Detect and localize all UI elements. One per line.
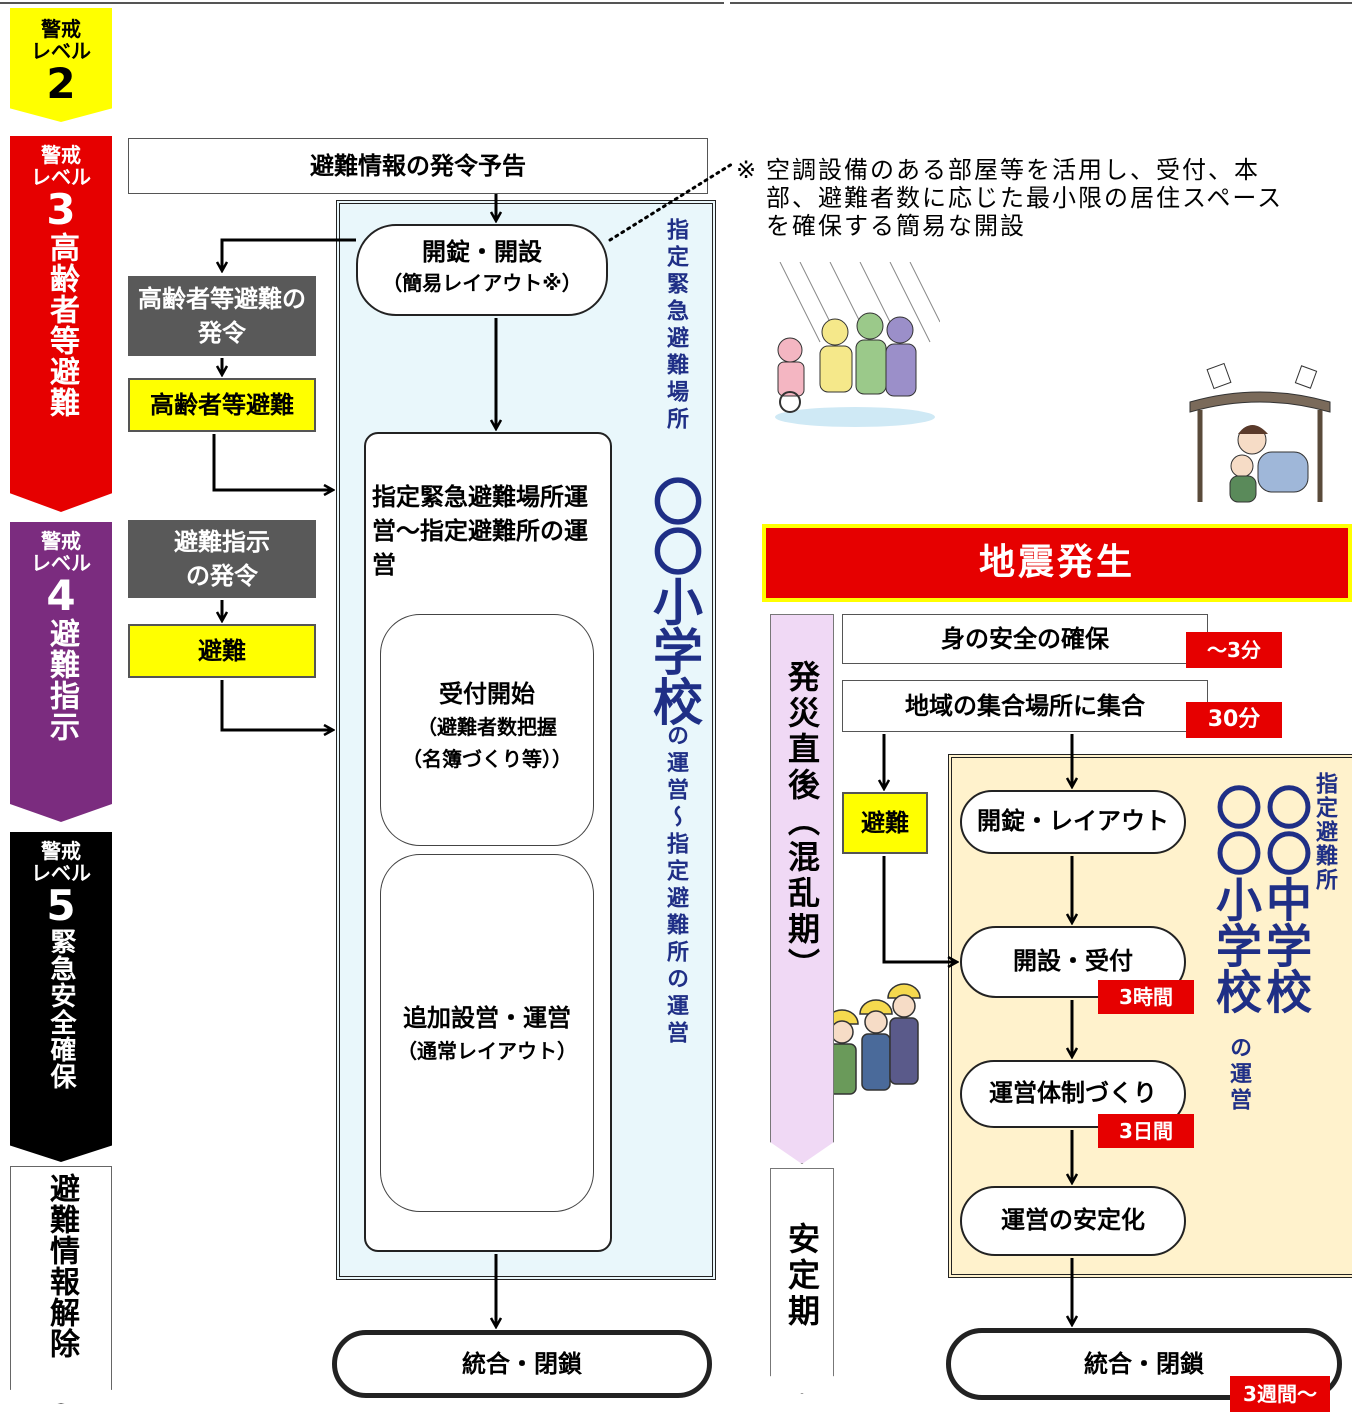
right-side-school-2: 〇〇中学校: [1259, 784, 1313, 1014]
elderly-evac-label: 高齢者等避難: [150, 391, 294, 419]
right-side-school-1: 〇〇小学校: [1209, 784, 1263, 1014]
safety-time: ～3分: [1207, 638, 1261, 662]
level-3-number: 3: [46, 185, 76, 234]
announce-box: 避難情報の発令予告: [128, 138, 708, 194]
open-time: 3時間: [1119, 985, 1173, 1009]
phase-stable-badge: [770, 1168, 834, 1394]
release-label: 避難情報解除: [44, 1173, 79, 1359]
reception-label: 受付開始: [439, 680, 535, 708]
operation-label: 指定緊急避難場所運営～指定避難所の運営: [372, 483, 588, 579]
note-text: 空調設備のある部屋等を活用し、受付、本部、避難者数に応じた最小限の居住スペースを…: [766, 156, 1284, 240]
level-2-badge: 警戒 レベル 2: [10, 8, 112, 122]
reception-sub1: （避難者数把握: [417, 715, 557, 739]
left-close-pill: 統合・閉鎖: [332, 1330, 712, 1398]
unlock-open-pill: 開錠・開設 （簡易レイアウト※）: [356, 224, 608, 316]
level-4-number: 4: [46, 571, 76, 620]
reception-box: 受付開始 （避難者数把握 （名簿づくり等））: [380, 614, 594, 846]
gather-time: 30分: [1207, 707, 1261, 732]
under-table-illustration: [1189, 362, 1331, 503]
level-3-label: 警戒 レベル: [31, 143, 91, 189]
setup-time-tag: 3日間: [1098, 1114, 1194, 1148]
left-side-label-bottom: の運営～指定避難所の運営: [663, 724, 688, 1048]
phase-early-badge: [770, 614, 834, 1164]
earthquake-title: 地震発生: [978, 542, 1135, 583]
level-5-number: 5: [46, 881, 76, 930]
reception-sub2: （名簿づくり等））: [402, 747, 572, 771]
gather-box: 地域の集合場所に集合: [842, 680, 1208, 732]
arrow-evac-to-open: [882, 856, 956, 962]
level-4-name: 避難指示: [44, 618, 79, 742]
evac-label: 避難: [198, 637, 246, 665]
phase-stable-label: 安定期: [783, 1222, 821, 1330]
right-side-label-top: 指定避難所: [1312, 772, 1337, 892]
arrow-elderly-evac-to-operation: [212, 434, 332, 490]
elderly-order-label: 高齢者等避難の発令: [138, 285, 306, 347]
unlock-layout-pill: 開錠・レイアウト: [960, 790, 1186, 854]
additional-sub: （通常レイアウト）: [397, 1039, 577, 1063]
right-side-label-bottom: の運営: [1226, 1036, 1251, 1114]
evac-order-box: 避難指示の発令: [128, 520, 316, 598]
gather-label: 地域の集合場所に集合: [905, 692, 1145, 720]
level-3-name: 高齢者等避難: [44, 232, 79, 418]
unlock-layout-label: 開錠・レイアウト: [977, 807, 1169, 835]
simple-layout-label: （簡易レイアウト※）: [382, 271, 582, 295]
gather-time-tag: 30分: [1186, 702, 1282, 738]
left-side-label-top: 指定緊急避難場所: [663, 218, 688, 434]
right-close-label: 統合・閉鎖: [1084, 1350, 1204, 1378]
left-close-label: 統合・閉鎖: [462, 1350, 582, 1378]
level-3-badge: 警戒 レベル 3 高齢者等避難: [10, 136, 112, 512]
level-5-name: 緊急安全確保: [46, 928, 76, 1090]
evac-order-label: 避難指示の発令: [174, 528, 270, 590]
close-time: 3週間～: [1243, 1382, 1317, 1406]
note-mark: ※: [736, 156, 759, 184]
level-5-badge: 警戒 レベル 5 緊急安全確保: [10, 832, 112, 1162]
evac-box: 避難: [128, 624, 316, 678]
top-right-strip: [730, 0, 1352, 4]
level-4-label: 警戒 レベル: [31, 529, 91, 575]
setup-label: 運営体制づくり: [989, 1079, 1157, 1107]
elderly-order-box: 高齢者等避難の発令: [128, 276, 316, 356]
release-badge: 避難情報解除: [10, 1166, 112, 1404]
level-2-label: 警戒 レベル: [31, 17, 91, 63]
open-time-tag: 3時間: [1098, 980, 1194, 1014]
announce-label: 避難情報の発令予告: [310, 152, 526, 180]
stabilize-pill: 運営の安定化: [960, 1186, 1186, 1256]
phase-early-label: 発災直後（混乱期）: [783, 660, 821, 984]
open-reception-label: 開設・受付: [1013, 947, 1133, 975]
level-5-label: 警戒 レベル: [31, 839, 91, 885]
top-left-strip: [0, 0, 724, 4]
additional-box: 追加設営・運営 （通常レイアウト）: [380, 854, 594, 1212]
level-2-number: 2: [46, 59, 76, 108]
safety-box: 身の安全の確保: [842, 614, 1208, 664]
setup-time: 3日間: [1119, 1119, 1173, 1143]
unlock-open-label: 開錠・開設: [422, 238, 542, 266]
arrow-evac-to-operation: [220, 680, 332, 730]
additional-label: 追加設営・運営: [403, 1004, 571, 1032]
level-4-badge: 警戒 レベル 4 避難指示: [10, 522, 112, 822]
eq-evac-label: 避難: [861, 809, 909, 837]
close-time-tag: 3週間～: [1230, 1376, 1330, 1412]
eq-evac-box: 避難: [842, 792, 928, 854]
left-side-label-school: 〇〇小学校: [645, 476, 703, 726]
stabilize-label: 運営の安定化: [1001, 1206, 1145, 1234]
safety-label: 身の安全の確保: [941, 625, 1109, 653]
elderly-evac-box: 高齢者等避難: [128, 378, 316, 432]
rain-evacuees-illustration: [775, 262, 940, 427]
safety-time-tag: ～3分: [1186, 632, 1282, 668]
earthquake-banner: 地震発生: [762, 524, 1352, 602]
